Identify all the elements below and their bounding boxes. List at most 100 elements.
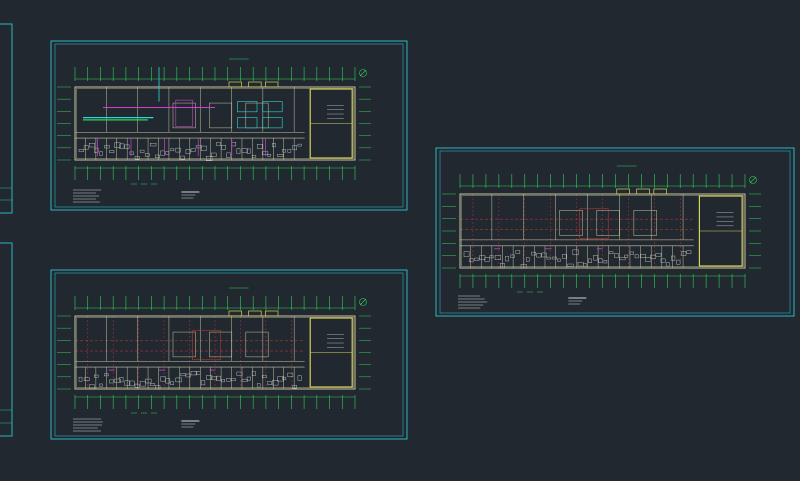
exterior-wall (76, 317, 354, 388)
north-arrow-icon (359, 298, 367, 306)
fixture (155, 385, 161, 390)
fixture (577, 262, 584, 267)
fixture (200, 145, 207, 151)
fixture (297, 143, 302, 147)
room-outline (209, 102, 233, 129)
fixture (593, 255, 598, 261)
fixture (231, 142, 237, 147)
fixture (170, 381, 174, 385)
fixture (619, 257, 626, 261)
fixture (676, 259, 681, 265)
fixture (297, 375, 302, 381)
fixture (221, 379, 226, 383)
sheet-frame-inner (54, 43, 404, 208)
fixture (624, 254, 629, 258)
fixture (109, 379, 115, 384)
fixture (292, 145, 297, 151)
equipment (262, 117, 283, 129)
fixture (236, 371, 243, 376)
stair-mark (228, 81, 242, 88)
fixture (195, 371, 201, 375)
fixture (546, 256, 551, 260)
fixture (660, 258, 666, 263)
fixture (282, 376, 287, 380)
fixture (139, 149, 145, 153)
fixture (206, 156, 213, 162)
fixture (639, 254, 646, 259)
stair-mark (228, 310, 242, 317)
equipment (237, 117, 258, 129)
stair-mark (248, 81, 262, 88)
fixture (185, 149, 191, 155)
fixture (119, 377, 124, 383)
fixture (206, 375, 213, 380)
sheet-floor-plan-2[interactable] (50, 269, 408, 440)
fixture (567, 263, 574, 267)
fixture (582, 263, 587, 267)
fixture (634, 254, 639, 259)
equipment (262, 101, 283, 113)
fixture (134, 156, 140, 160)
fixture (287, 149, 292, 153)
fixture (180, 155, 185, 160)
fixture (608, 251, 614, 254)
fixture (175, 147, 181, 153)
fixture (150, 383, 155, 386)
sheet-floor-plan-1[interactable] (50, 40, 408, 211)
fixture (99, 383, 103, 387)
fixture (180, 373, 187, 377)
fixture (114, 378, 121, 383)
fixture (231, 378, 236, 381)
fixture (277, 376, 284, 382)
fixture (468, 258, 474, 263)
fixture (520, 264, 527, 269)
fixture (479, 255, 486, 261)
fixture (129, 151, 134, 155)
fixture (598, 258, 603, 263)
fixture (292, 384, 297, 389)
fixture (190, 148, 196, 152)
fixture (83, 145, 89, 150)
fixture (129, 380, 135, 387)
room-outline (172, 331, 196, 358)
fixture (671, 255, 676, 261)
fixture (134, 383, 140, 388)
equipment (237, 101, 258, 113)
fixture (588, 258, 592, 264)
fixture (226, 377, 231, 382)
fixture (681, 251, 687, 256)
fixture (551, 256, 557, 260)
fixture (474, 257, 480, 261)
fixture (165, 378, 171, 384)
fixture (272, 143, 276, 148)
fixture (94, 147, 99, 153)
fixture (494, 255, 502, 260)
north-arrow-icon (749, 176, 757, 184)
sheet-left-partial-bottom[interactable] (0, 242, 13, 437)
fixture (216, 142, 221, 146)
sheet-floor-plan-3[interactable] (435, 147, 795, 317)
fixture (114, 142, 121, 148)
fixture (109, 150, 115, 154)
stair-mark (265, 81, 279, 88)
fixture (78, 376, 83, 382)
fixture (226, 152, 231, 158)
room-outline (172, 102, 196, 129)
sheet-left-partial-top[interactable] (0, 23, 13, 214)
fixture (256, 383, 261, 388)
fixture (262, 374, 267, 379)
fixture (165, 151, 170, 155)
fixture (251, 154, 257, 158)
fixture (277, 154, 284, 157)
fixture (221, 145, 226, 150)
stair-mark (248, 310, 262, 317)
fixture (241, 148, 248, 153)
fixture (536, 253, 542, 258)
fixture (78, 149, 84, 152)
fixture (650, 254, 656, 259)
fixture (185, 373, 191, 378)
fixture (104, 373, 109, 377)
fixture (119, 143, 125, 149)
fixture (211, 376, 218, 380)
